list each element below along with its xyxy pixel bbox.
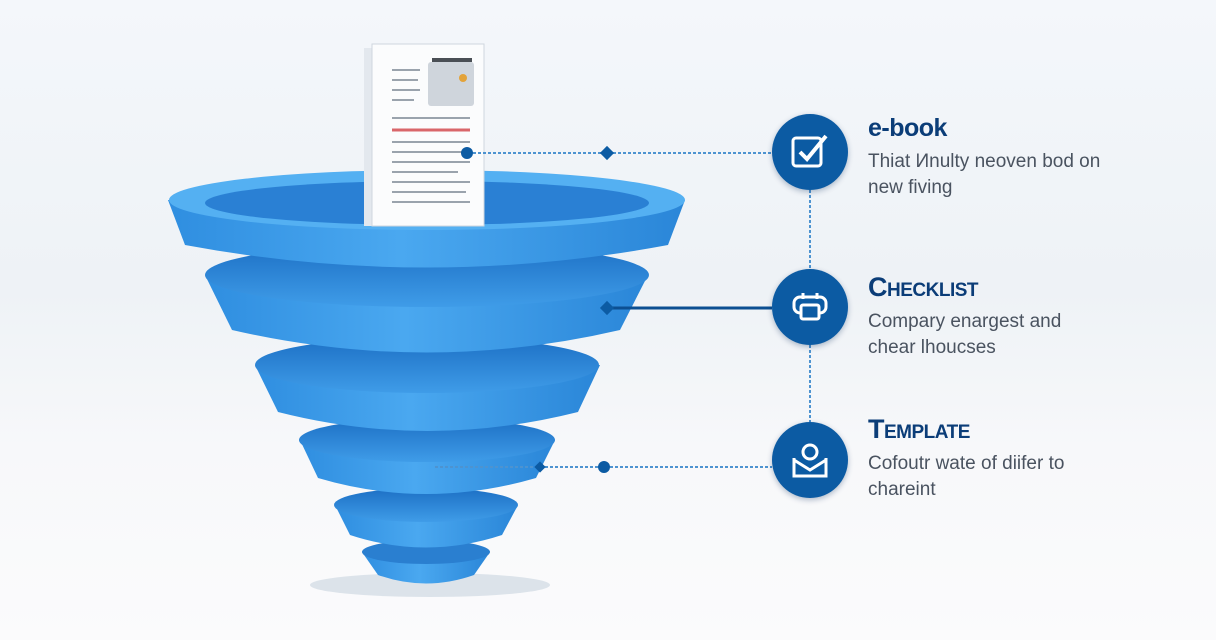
item-description: Thiat Иnulty neoven bod on new fiving [868, 151, 1101, 198]
document-icon [364, 43, 485, 227]
printer-icon [792, 293, 828, 321]
envelope-user-icon [792, 443, 828, 478]
item-description: Cofoutr wate of diifer to chareint [868, 453, 1065, 500]
checklist-icon-badge [772, 269, 848, 345]
funnel-tier-3 [255, 337, 600, 431]
funnel-tier-4 [299, 418, 555, 494]
connector-lines [435, 145, 811, 473]
funnel-tier-6 [362, 540, 490, 584]
ebook-icon-badge [772, 114, 848, 190]
item-title: Template [868, 414, 970, 444]
item-description: Compary enargest and chear lhoucses [868, 311, 1062, 358]
template-icon-badge [772, 422, 848, 498]
item-template: Template Cofoutr wate of diifer to chare… [868, 414, 1108, 503]
item-ebook: e-book Thiat Иnulty neoven bod on new fi… [868, 114, 1108, 201]
item-title: e-book [868, 114, 947, 142]
floor-shadow [310, 573, 550, 597]
funnel-tier-5 [334, 488, 518, 548]
checkbox-icon [791, 134, 828, 168]
item-checklist: Checklist Compary enargest and chear lho… [868, 272, 1108, 361]
item-title: Checklist [868, 272, 979, 302]
